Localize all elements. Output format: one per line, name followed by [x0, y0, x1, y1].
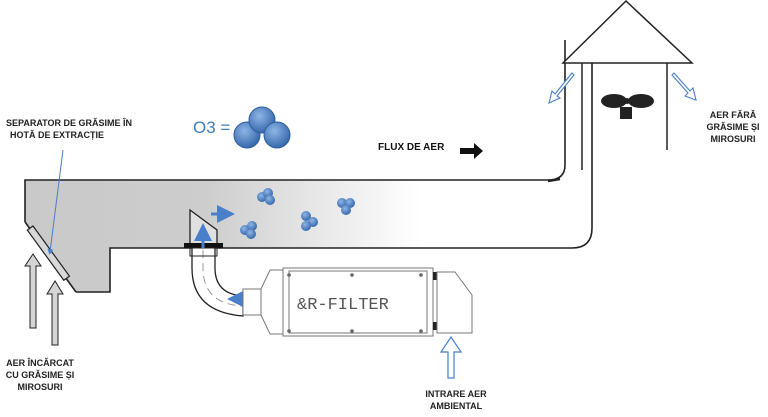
o3-legend-molecule: [233, 106, 291, 149]
output-label-line1: AER FĂRĂ: [709, 110, 757, 120]
roof-outlet: [561, 0, 694, 170]
outlet-arrow-left: [548, 72, 575, 104]
separator-leader-line: [47, 149, 64, 255]
intake-label-line2: CU GRĂSIME ȘI: [5, 370, 75, 380]
o3-molecule: [240, 221, 257, 239]
airflow-arrow: [460, 143, 483, 159]
ambient-label-line1: INTRARE AER: [425, 389, 487, 399]
ambient-label-line2: AMBIENTAL: [429, 401, 483, 411]
intake-arrow-left: [24, 253, 42, 329]
separator-label: SEPARATOR DE GRĂSIME ÎN HOTĂ DE EXTRACȚI…: [6, 117, 132, 141]
intake-arrow-right: [46, 280, 64, 346]
output-label-line3: MIROSURI: [710, 134, 756, 144]
outlet-arrow-right: [671, 72, 697, 101]
o3-legend-label: O3 =: [193, 118, 231, 137]
exhaust-duct: [24, 40, 593, 293]
output-label-line2: GRĂSIME ȘI: [706, 122, 760, 132]
separator-label-line1: SEPARATOR DE GRĂSIME ÎN: [6, 118, 133, 128]
ambient-intake-label: INTRARE AER AMBIENTAL: [416, 388, 496, 412]
o3-molecule: [337, 198, 355, 215]
output-label: AER FĂRĂ GRĂSIME ȘI MIROSURI: [700, 109, 766, 145]
ozone-injection-nozzle: [184, 205, 250, 317]
intake-label-line3: MIROSURI: [17, 382, 63, 392]
o3-molecule: [257, 188, 275, 205]
r-filter-unit: &R-FILTER: [242, 267, 473, 337]
o3-molecule: [301, 211, 318, 231]
intake-label: AER ÎNCĂRCAT CU GRĂSIME ȘI MIROSURI: [2, 357, 78, 393]
fan-icon: [601, 94, 654, 119]
separator-label-line2: HOTĂ DE EXTRACȚIE: [10, 130, 105, 140]
airflow-label: FLUX DE AER: [378, 142, 445, 153]
intake-label-line1: AER ÎNCĂRCAT: [6, 358, 74, 368]
ambient-intake-arrow: [439, 335, 463, 379]
filter-name-label: &R-FILTER: [297, 296, 389, 315]
